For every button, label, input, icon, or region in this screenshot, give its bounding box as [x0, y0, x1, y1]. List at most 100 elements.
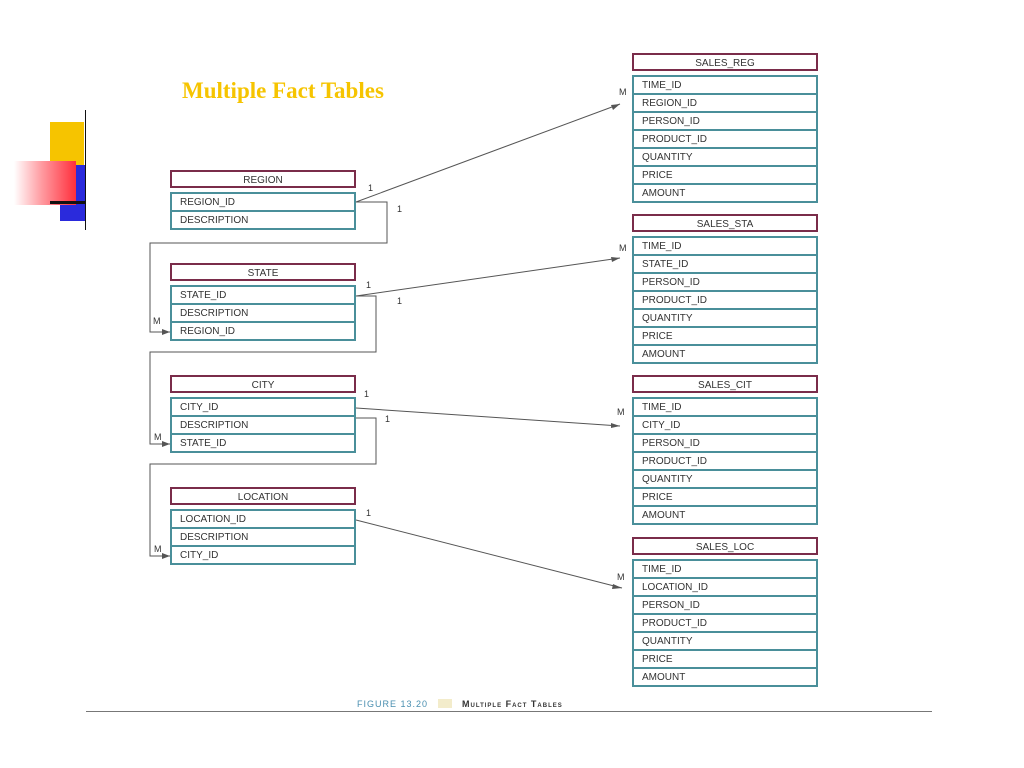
field-row: QUANTITY	[634, 471, 816, 489]
entity-location-header: LOCATION	[170, 487, 356, 505]
field-row: AMOUNT	[634, 346, 816, 364]
figure-caption: FIGURE 13.20 Multiple Fact Tables	[357, 699, 563, 709]
entity-city-body: CITY_ID DESCRIPTION STATE_ID	[170, 397, 356, 453]
arrowhead-sales-loc	[612, 584, 622, 589]
entity-sales-loc-body: TIME_ID LOCATION_ID PERSON_ID PRODUCT_ID…	[632, 559, 818, 687]
arrowhead-state	[162, 329, 170, 335]
card-one-region-fact: 1	[368, 183, 373, 193]
field-row: QUANTITY	[634, 149, 816, 167]
card-one-city-fact: 1	[364, 389, 369, 399]
card-many-location: M	[154, 544, 162, 554]
entity-sales-loc-header: SALES_LOC	[632, 537, 818, 555]
field-row: PRODUCT_ID	[634, 615, 816, 633]
card-many-state: M	[153, 316, 161, 326]
arrowhead-sales-sta	[611, 257, 620, 262]
field-row: TIME_ID	[634, 561, 816, 579]
field-row: QUANTITY	[634, 310, 816, 328]
field-row: PRICE	[634, 328, 816, 346]
field-row: PRODUCT_ID	[634, 131, 816, 149]
entity-city: CITY CITY_ID DESCRIPTION STATE_ID	[170, 375, 356, 453]
field-row: QUANTITY	[634, 633, 816, 651]
field-row: TIME_ID	[634, 238, 816, 256]
card-one-state-city: 1	[397, 296, 402, 306]
field-row: PERSON_ID	[634, 597, 816, 615]
arrowhead-location	[162, 553, 170, 559]
entity-state-header: STATE	[170, 263, 356, 281]
card-many-sales-sta: M	[619, 243, 627, 253]
arrowhead-sales-cit	[611, 423, 620, 428]
entity-sales-sta-header: SALES_STA	[632, 214, 818, 232]
field-row: AMOUNT	[634, 507, 816, 525]
field-row: STATE_ID	[172, 435, 354, 453]
card-one-region-state: 1	[397, 204, 402, 214]
deco-red-gradient	[14, 161, 76, 205]
card-many-sales-cit: M	[617, 407, 625, 417]
field-row: TIME_ID	[634, 77, 816, 95]
entity-region-header: REGION	[170, 170, 356, 188]
link-location-sales-loc	[355, 519, 623, 589]
deco-black-bar	[50, 201, 86, 204]
link-region-sales-reg	[355, 103, 621, 203]
field-row: PERSON_ID	[634, 274, 816, 292]
field-row: DESCRIPTION	[172, 212, 354, 230]
deco-yellow-square	[50, 122, 84, 166]
entity-state: STATE STATE_ID DESCRIPTION REGION_ID	[170, 263, 356, 341]
field-row: TIME_ID	[634, 399, 816, 417]
entity-sales-cit-header: SALES_CIT	[632, 375, 818, 393]
link-state-city	[149, 295, 377, 445]
field-row: REGION_ID	[172, 194, 354, 212]
field-row: DESCRIPTION	[172, 305, 354, 323]
entity-sales-reg-header: SALES_REG	[632, 53, 818, 71]
figure-caption-text: Multiple Fact Tables	[462, 699, 563, 709]
field-row: LOCATION_ID	[634, 579, 816, 597]
deco-vertical-line	[85, 110, 86, 230]
field-row: CITY_ID	[634, 417, 816, 435]
entity-city-header: CITY	[170, 375, 356, 393]
field-row: PRICE	[634, 489, 816, 507]
entity-sales-loc: SALES_LOC TIME_ID LOCATION_ID PERSON_ID …	[632, 537, 818, 687]
entity-sales-sta-body: TIME_ID STATE_ID PERSON_ID PRODUCT_ID QU…	[632, 236, 818, 364]
link-city-location	[149, 417, 377, 557]
caption-swatch	[438, 699, 453, 708]
field-row: STATE_ID	[172, 287, 354, 305]
field-row: REGION_ID	[634, 95, 816, 113]
entity-sales-sta: SALES_STA TIME_ID STATE_ID PERSON_ID PRO…	[632, 214, 818, 364]
field-row: LOCATION_ID	[172, 511, 354, 529]
field-row: DESCRIPTION	[172, 529, 354, 547]
entity-sales-cit-body: TIME_ID CITY_ID PERSON_ID PRODUCT_ID QUA…	[632, 397, 818, 525]
entity-region-body: REGION_ID DESCRIPTION	[170, 192, 356, 230]
entity-region: REGION REGION_ID DESCRIPTION	[170, 170, 356, 230]
figure-number: FIGURE 13.20	[357, 699, 429, 709]
bottom-rule	[86, 711, 932, 712]
field-row: CITY_ID	[172, 547, 354, 565]
field-row: PRODUCT_ID	[634, 453, 816, 471]
entity-location: LOCATION LOCATION_ID DESCRIPTION CITY_ID	[170, 487, 356, 565]
field-row: REGION_ID	[172, 323, 354, 341]
link-region-state	[149, 201, 388, 333]
card-many-sales-loc: M	[617, 572, 625, 582]
link-city-sales-cit	[355, 407, 621, 427]
field-row: PRICE	[634, 167, 816, 185]
card-one-location-fact: 1	[366, 508, 371, 518]
field-row: STATE_ID	[634, 256, 816, 274]
card-many-city: M	[154, 432, 162, 442]
field-row: CITY_ID	[172, 399, 354, 417]
field-row: PERSON_ID	[634, 113, 816, 131]
field-row: PRODUCT_ID	[634, 292, 816, 310]
entity-sales-cit: SALES_CIT TIME_ID CITY_ID PERSON_ID PROD…	[632, 375, 818, 525]
field-row: AMOUNT	[634, 669, 816, 687]
arrowhead-sales-reg	[611, 104, 620, 110]
arrowhead-city	[162, 441, 170, 447]
link-state-sales-sta	[355, 257, 621, 297]
slide-title: Multiple Fact Tables	[182, 78, 384, 103]
field-row: DESCRIPTION	[172, 417, 354, 435]
entity-sales-reg-body: TIME_ID REGION_ID PERSON_ID PRODUCT_ID Q…	[632, 75, 818, 203]
entity-sales-reg: SALES_REG TIME_ID REGION_ID PERSON_ID PR…	[632, 53, 818, 203]
entity-state-body: STATE_ID DESCRIPTION REGION_ID	[170, 285, 356, 341]
card-one-city-location: 1	[385, 414, 390, 424]
card-many-sales-reg: M	[619, 87, 627, 97]
field-row: AMOUNT	[634, 185, 816, 203]
entity-location-body: LOCATION_ID DESCRIPTION CITY_ID	[170, 509, 356, 565]
